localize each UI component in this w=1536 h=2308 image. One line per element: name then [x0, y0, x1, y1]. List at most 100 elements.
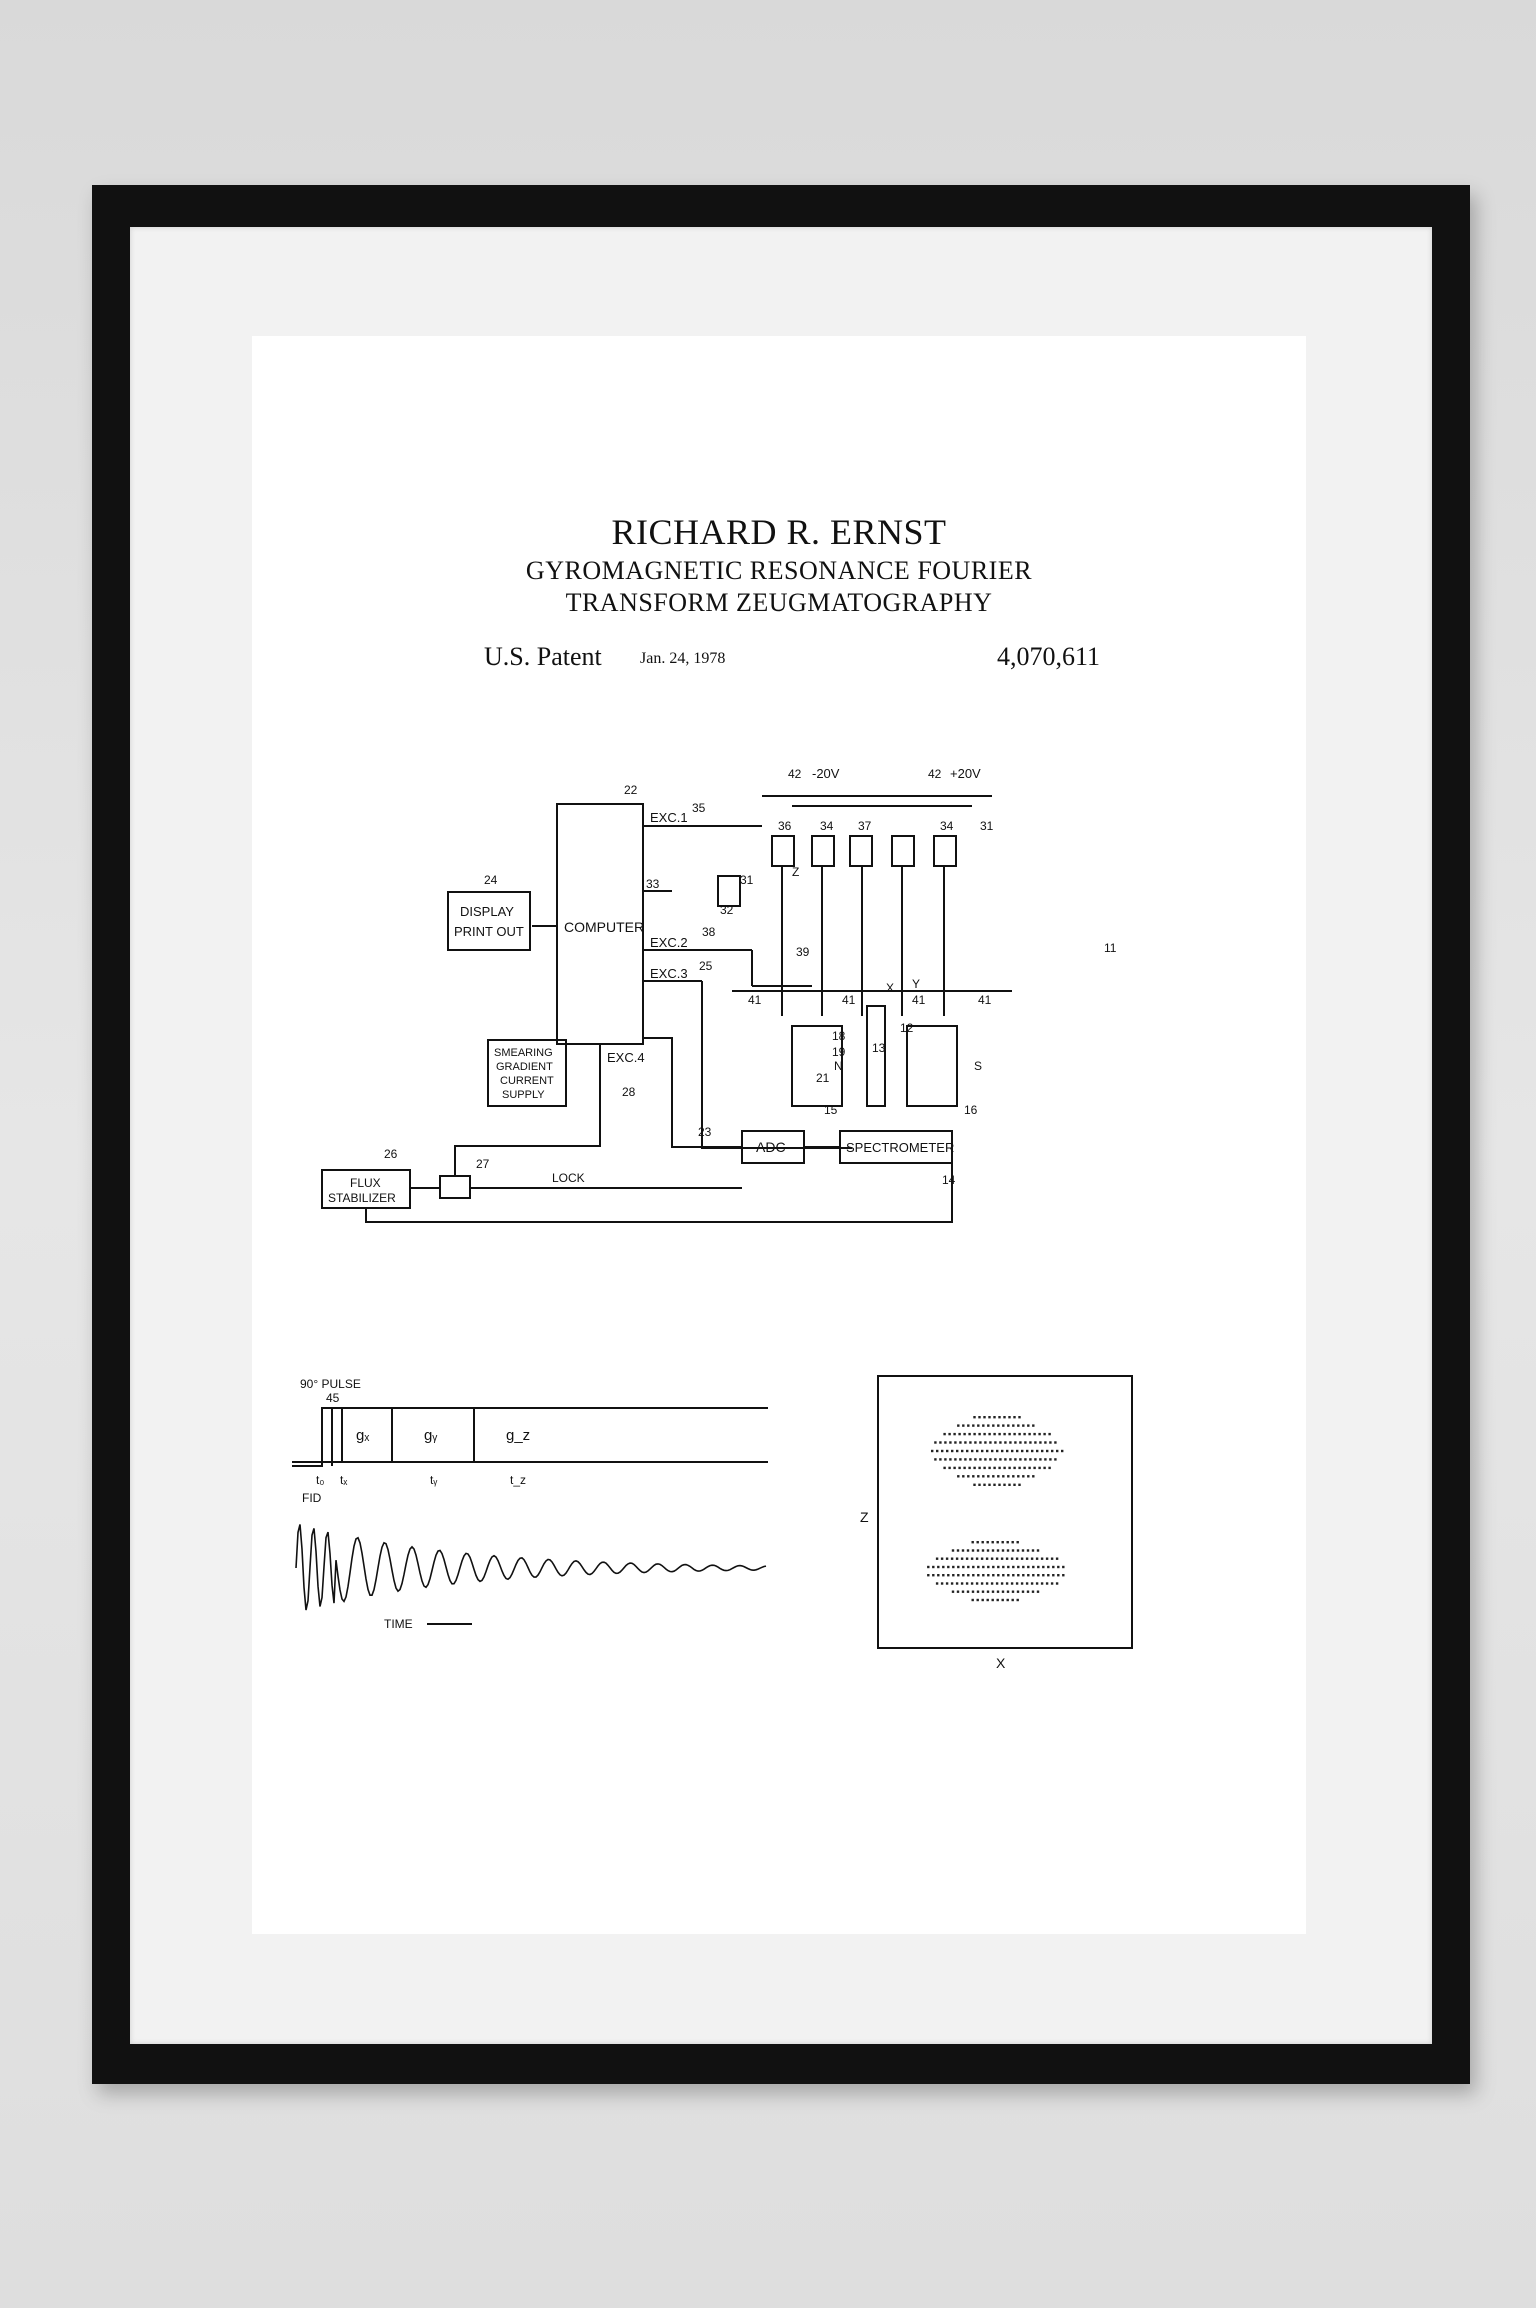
image-dot [983, 1416, 986, 1419]
image-dot [965, 1582, 969, 1585]
image-dot [968, 1466, 971, 1470]
ref-45: 45 [326, 1391, 340, 1405]
image-dot [1010, 1582, 1014, 1585]
image-dot [1027, 1565, 1030, 1569]
image-dot [959, 1458, 962, 1461]
ref-23: 23 [698, 1125, 712, 1139]
image-dot [1003, 1432, 1006, 1436]
fid-label: FID [302, 1491, 322, 1505]
image-dot [964, 1441, 967, 1444]
ref-25: 25 [699, 959, 713, 973]
image-dot [1033, 1432, 1036, 1436]
pulse-trace [292, 1407, 333, 1467]
image-dot [1047, 1574, 1050, 1577]
voltage-minus: -20V [812, 766, 840, 781]
image-dot [1013, 1416, 1016, 1419]
ref-33: 33 [646, 877, 660, 891]
image-dot [934, 1458, 937, 1461]
ref-37: 37 [858, 819, 872, 833]
image-dot [1029, 1441, 1032, 1444]
image-dot [931, 1449, 934, 1453]
image-dot [941, 1449, 944, 1453]
image-dot [1054, 1458, 1057, 1461]
image-dot [1026, 1449, 1029, 1453]
image-dot [986, 1549, 990, 1552]
image-dot [1001, 1590, 1005, 1593]
image-dot [1006, 1549, 1010, 1552]
image-dot [969, 1441, 972, 1444]
ref-14: 14 [942, 1173, 956, 1187]
image-dot [987, 1574, 990, 1577]
image-dot [1003, 1416, 1006, 1419]
image-dot [987, 1475, 990, 1478]
smearing-label-4: SUPPLY [502, 1089, 545, 1101]
image-dot [944, 1458, 947, 1461]
image-dot [1034, 1441, 1037, 1444]
fid-waveform [295, 1524, 767, 1611]
image-dot [992, 1424, 995, 1427]
image-dot [937, 1565, 940, 1569]
image-dot [999, 1458, 1002, 1461]
image-dot [1016, 1541, 1019, 1544]
image-dot [947, 1565, 950, 1569]
image-dot [1055, 1582, 1059, 1585]
image-dot [998, 1432, 1001, 1436]
image-dot [959, 1441, 962, 1444]
image-dot [1039, 1458, 1042, 1461]
image-dot [990, 1557, 994, 1560]
image-dot [961, 1549, 965, 1552]
image-dot [1006, 1449, 1009, 1453]
image-dot [989, 1458, 992, 1461]
image-dot [1052, 1565, 1055, 1569]
exc4-label: EXC.4 [607, 1050, 645, 1065]
image-dot [1049, 1441, 1052, 1444]
image-dot [981, 1590, 985, 1593]
patent-number: 4,070,611 [996, 642, 1100, 671]
image-dot [1048, 1432, 1051, 1436]
image-dot [962, 1475, 965, 1478]
image-dot [996, 1590, 1000, 1593]
image-dot [979, 1458, 982, 1461]
image-dot [1021, 1449, 1024, 1453]
image-dot [1008, 1466, 1011, 1470]
image-dot [1037, 1574, 1040, 1577]
image-dot [939, 1458, 942, 1461]
image-dot [962, 1565, 965, 1569]
image-dot [936, 1449, 939, 1453]
image-dot [1011, 1590, 1015, 1593]
image-dot [1000, 1582, 1004, 1585]
image-dot [1026, 1590, 1030, 1593]
image-dot [1036, 1590, 1040, 1593]
image-dot [1050, 1582, 1054, 1585]
image-dot [1037, 1565, 1040, 1569]
image-dot [1012, 1574, 1015, 1577]
image-dot [951, 1449, 954, 1453]
exc1-label: EXC.1 [650, 810, 688, 825]
image-dot [1043, 1466, 1046, 1470]
ref-27: 27 [476, 1157, 490, 1171]
image-dot [944, 1441, 947, 1444]
image-dot [1044, 1458, 1047, 1461]
image-dot [962, 1424, 965, 1427]
image-dot [1048, 1466, 1051, 1470]
image-dot [966, 1549, 970, 1552]
image-dot [973, 1416, 976, 1419]
image-dot [1022, 1574, 1025, 1577]
patent-title-line2: TRANSFORM ZEUGMATOGRAPHY [565, 588, 993, 617]
ref-31b: 31 [980, 819, 994, 833]
image-dot [992, 1475, 995, 1478]
image-dot [943, 1466, 946, 1470]
image-dot [1018, 1416, 1021, 1419]
image-dot [970, 1557, 974, 1560]
image-dot [1008, 1432, 1011, 1436]
image-dot [1012, 1424, 1015, 1427]
image-dot [1014, 1441, 1017, 1444]
image-dot [973, 1483, 976, 1486]
image-dot [957, 1424, 960, 1427]
image-dot [1031, 1590, 1035, 1593]
ref-18: 18 [832, 1029, 846, 1043]
image-dot [1015, 1557, 1019, 1560]
ref-42b: 42 [928, 767, 942, 781]
ref-34b: 34 [940, 819, 954, 833]
image-dot [1013, 1466, 1016, 1470]
